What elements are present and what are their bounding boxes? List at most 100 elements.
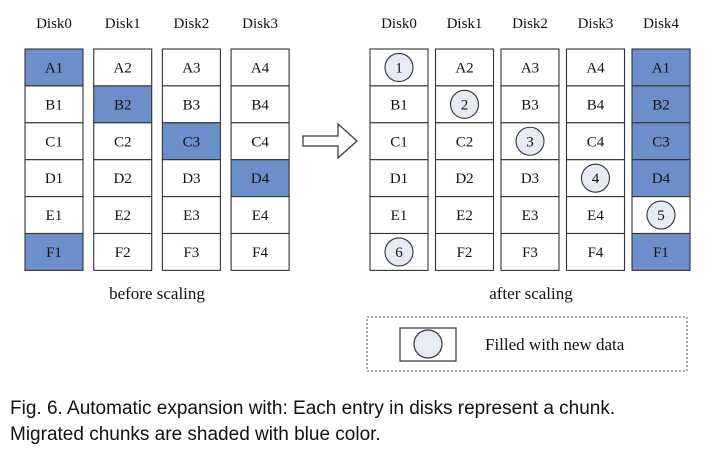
after-chunk-label: E2 [456,208,473,224]
before-chunk-cell [161,232,221,271]
before-disk-header: Disk1 [105,16,141,32]
before-chunk-label: F4 [252,245,268,261]
before-chunk-label: A4 [251,60,270,76]
after-chunk-cell [631,159,691,198]
before-chunk-label: D1 [45,171,63,187]
before-chunk-cell [230,85,290,124]
after-chunk-cell [434,196,495,235]
after-chunk-cell [434,48,495,87]
after-chunk-label: C3 [652,134,670,150]
before-chunk-cell [230,48,290,87]
after-chunk-label: B1 [390,97,408,113]
after-chunk-cell [369,159,429,198]
before-chunk-label: E3 [183,208,200,224]
before-chunk-label: C4 [251,134,269,150]
after-disk-header: Disk4 [643,16,679,32]
after-chunk-label: F3 [522,245,538,261]
after-chunk-cell [369,122,429,161]
before-chunk-cell [93,85,153,124]
after-chunk-cell [434,159,495,198]
after-disk-header: Disk1 [447,16,483,32]
after-disk-header: Disk0 [381,16,417,32]
after-chunk-cell [565,122,626,161]
after-chunk-cell [369,85,429,124]
after-chunk-label: A1 [652,60,670,76]
before-chunk-cell [161,159,221,198]
before-scaling-label: before scaling [109,284,205,303]
caption-line-2: Migrated chunks are shaded with blue col… [10,424,381,445]
after-chunk-label: F2 [457,245,473,261]
new-data-circle-icon [384,237,414,267]
before-chunk-label: D4 [251,171,270,187]
before-chunk-label: C1 [45,134,63,150]
after-chunk-cell [565,48,626,87]
new-data-circle-icon [580,163,611,193]
after-chunk-label: B2 [652,97,670,113]
after-chunk-label: 1 [395,60,403,76]
before-chunk-cell [24,159,84,198]
before-disk-header: Disk3 [242,16,278,32]
after-chunk-label: 2 [461,97,469,113]
after-scaling-label: after scaling [489,284,573,303]
after-chunk-cell [500,196,560,235]
before-chunk-label: F1 [46,245,62,261]
after-chunk-label: E3 [522,208,539,224]
after-chunk-label: F1 [653,245,669,261]
after-chunk-cell [369,196,429,235]
before-chunk-label: B2 [114,97,132,113]
after-disk-header: Disk3 [578,16,614,32]
after-chunk-label: D1 [390,171,408,187]
before-chunk-cell [230,159,290,198]
after-chunk-label: D3 [521,171,539,187]
before-chunk-label: C3 [183,134,201,150]
after-chunk-label: 6 [395,245,403,261]
before-disk-header: Disk2 [173,16,209,32]
before-chunk-cell [93,232,153,271]
figure-caption: Fig. 6. Automatic expansion with: Each e… [10,396,710,448]
before-chunk-label: B3 [183,97,201,113]
after-chunk-cell [500,232,560,271]
legend-border [366,316,688,372]
after-chunk-label: F4 [588,245,604,261]
after-chunk-cell [631,122,691,161]
after-chunk-label: A2 [455,60,473,76]
after-chunk-label: 4 [592,171,600,187]
before-chunk-label: F2 [115,245,131,261]
before-chunk-cell [161,196,221,235]
after-chunk-cell [434,122,495,161]
before-chunk-cell [24,85,84,124]
after-chunk-label: C2 [456,134,474,150]
legend-text: Filled with new data [485,335,625,354]
before-chunk-label: E2 [114,208,131,224]
after-chunk-cell [500,85,560,124]
after-chunk-label: E1 [391,208,408,224]
before-chunk-cell [24,48,84,87]
before-chunk-cell [230,196,290,235]
new-data-circle-icon [449,89,480,119]
transition-arrow-icon [302,122,358,160]
new-data-circle-icon [646,200,676,230]
after-chunk-label: D2 [455,171,473,187]
before-chunk-label: A3 [182,60,200,76]
before-disk-header: Disk0 [36,16,72,32]
after-chunk-cell [434,232,495,271]
after-chunk-label: 3 [526,134,534,150]
before-chunk-label: F3 [183,245,199,261]
after-chunk-cell [565,196,626,235]
after-chunk-label: B4 [587,97,605,113]
before-chunk-cell [93,159,153,198]
after-disk-header: Disk2 [512,16,548,32]
before-chunk-cell [24,232,84,271]
after-chunk-label: D4 [652,171,671,187]
before-chunk-label: B1 [45,97,63,113]
before-chunk-label: B4 [251,97,269,113]
after-chunk-label: C4 [587,134,605,150]
circle-icon [413,329,443,359]
new-data-circle-icon [515,126,545,156]
before-chunk-cell [93,196,153,235]
before-chunk-cell [230,122,290,161]
after-chunk-label: 5 [657,208,665,224]
